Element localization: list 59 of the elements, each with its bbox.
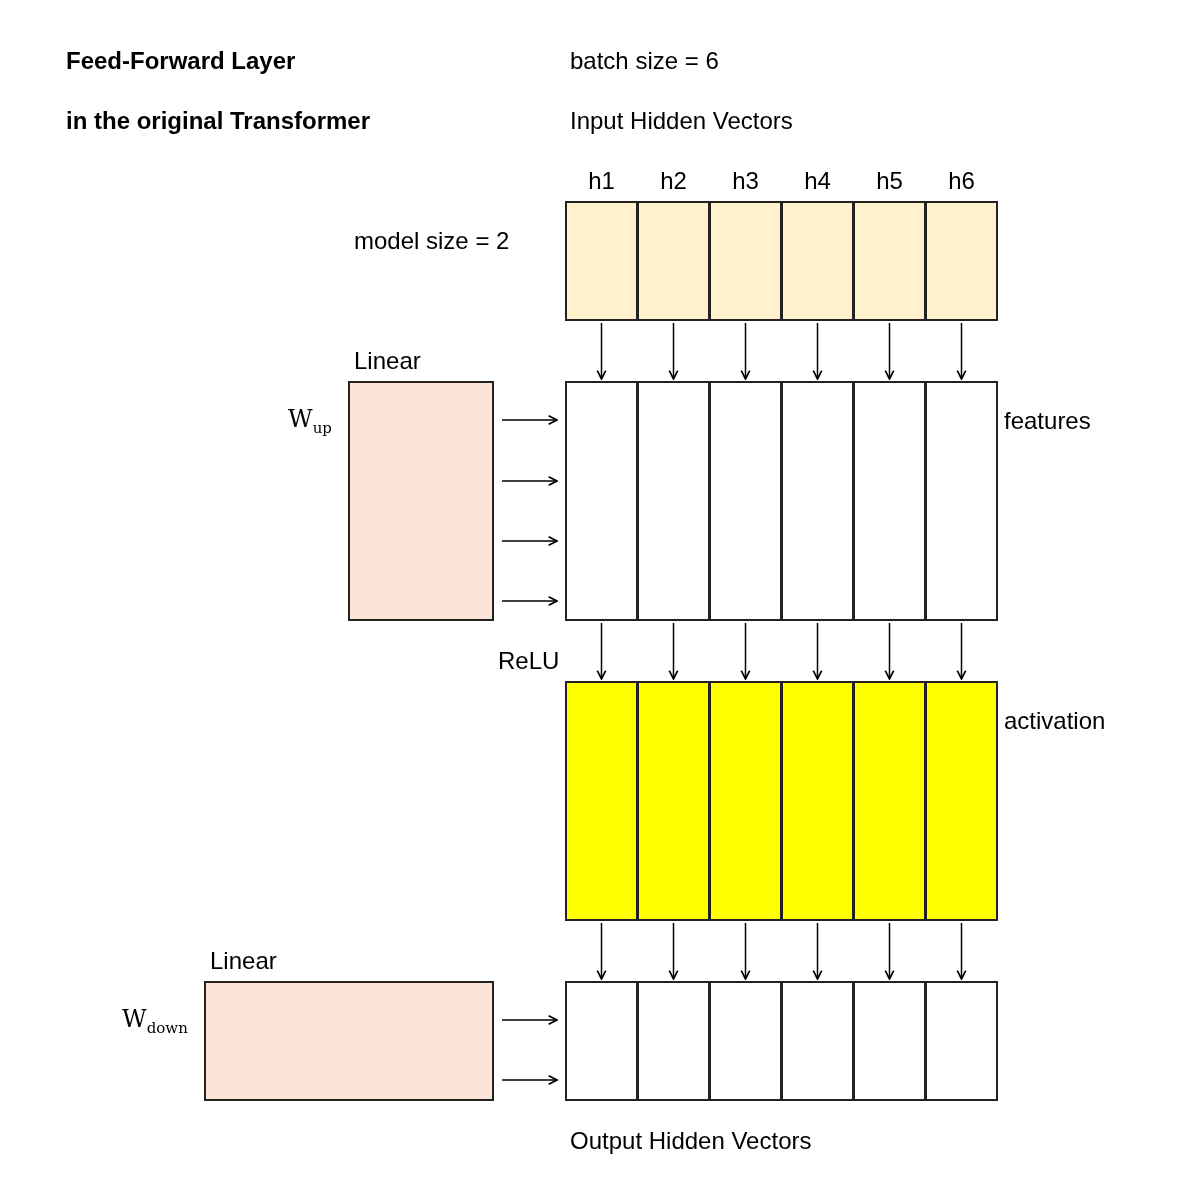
arrow — [884, 622, 895, 680]
matrix-column — [853, 981, 926, 1101]
arrow — [501, 535, 558, 547]
arrow — [740, 922, 751, 980]
matrix-column — [637, 981, 710, 1101]
matrix-column — [565, 981, 638, 1101]
batch-size-label: batch size = 6 — [570, 47, 719, 75]
arrow — [740, 622, 751, 680]
arrow — [501, 414, 558, 426]
layer-label: Linear — [210, 947, 277, 975]
activation-function-label: ReLU — [498, 647, 560, 675]
vector-label: h1 — [587, 167, 616, 195]
matrix-column — [853, 381, 926, 621]
section-label: Input Hidden Vectors — [570, 107, 793, 135]
matrix-name: W$_{down}$ — [122, 1005, 188, 1037]
arrow — [596, 922, 607, 980]
vector-label: h4 — [803, 167, 832, 195]
vector-label: h2 — [659, 167, 688, 195]
arrow — [884, 322, 895, 380]
arrow — [668, 922, 679, 980]
matrix-column — [781, 981, 854, 1101]
matrix-label: activation — [1004, 707, 1106, 735]
title-line: in the original Transformer — [66, 107, 371, 135]
arrow — [668, 622, 679, 680]
arrow — [884, 922, 895, 980]
arrow — [740, 322, 751, 380]
vector-label: h5 — [875, 167, 904, 195]
arrow — [501, 1014, 558, 1026]
arrow — [501, 595, 558, 607]
matrix-column — [565, 381, 638, 621]
arrow — [596, 322, 607, 380]
arrow — [501, 1074, 558, 1086]
matrix-column — [565, 681, 638, 921]
arrow — [956, 622, 967, 680]
matrix-column — [709, 981, 782, 1101]
vector-label: h3 — [731, 167, 760, 195]
matrix-column — [853, 681, 926, 921]
matrix-label: features — [1004, 407, 1091, 435]
title: Feed-Forward Layer — [66, 47, 296, 75]
matrix-column — [709, 681, 782, 921]
matrix-column — [925, 981, 998, 1101]
arrow — [956, 922, 967, 980]
section-label: Output Hidden Vectors — [570, 1127, 812, 1155]
arrow — [668, 322, 679, 380]
arrow — [501, 475, 558, 487]
matrix-column — [709, 381, 782, 621]
arrow — [812, 622, 823, 680]
arrow — [956, 322, 967, 380]
arrow — [596, 622, 607, 680]
matrix-name: W$_{up}$ — [288, 405, 332, 437]
vector-label: h6 — [947, 167, 976, 195]
matrix-column — [781, 381, 854, 621]
matrix-column — [781, 681, 854, 921]
arrow — [812, 922, 823, 980]
matrix-column — [637, 381, 710, 621]
layer-label: Linear — [354, 347, 421, 375]
arrow — [812, 322, 823, 380]
matrix-column — [637, 681, 710, 921]
model-size-label: model size = 2 — [354, 227, 510, 255]
